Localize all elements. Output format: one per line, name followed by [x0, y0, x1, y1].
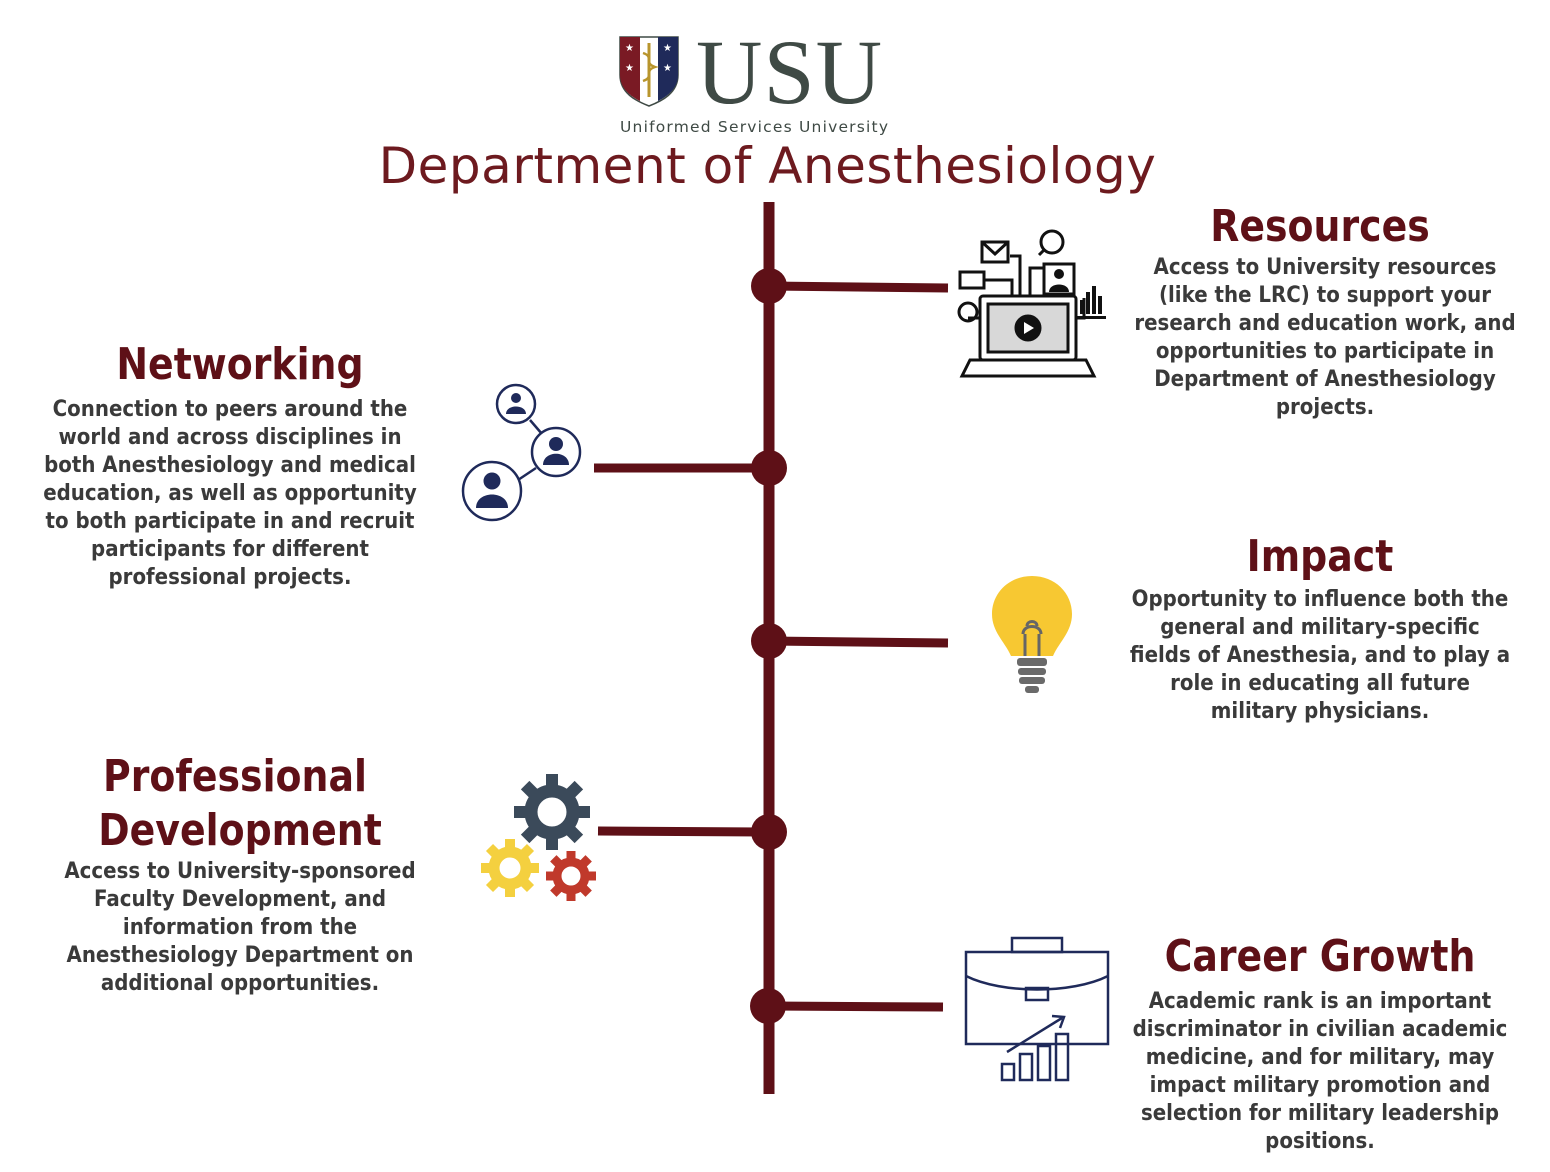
professional-development-title-line1: Professional [103, 751, 367, 802]
svg-text:★: ★ [663, 63, 672, 74]
connector-professional-development [597, 826, 770, 837]
lightbulb-icon [992, 576, 1072, 693]
networking-title: Networking [116, 339, 364, 390]
computer-network-icon [957, 229, 1106, 378]
impact-body: Opportunity to influence both the genera… [1129, 587, 1511, 724]
impact-title: Impact [1246, 531, 1394, 582]
logo-subtitle: Uniformed Services University [620, 118, 890, 136]
node-career-growth [750, 988, 786, 1024]
connector-resources [768, 281, 949, 293]
node-impact [751, 623, 787, 659]
resources-body: Access to University resources (like the… [1134, 255, 1516, 420]
networking-body: Connection to peers around the world and… [43, 397, 417, 590]
page-title: Department of Anesthesiology [378, 137, 1157, 195]
usu-logo: ★ ★ ★ ★ USU Uniformed Services Universit… [618, 26, 908, 142]
briefcase-growth-icon [964, 936, 1110, 1082]
logo-text: USU [696, 21, 884, 123]
svg-text:★: ★ [625, 63, 634, 74]
node-professional-development [751, 814, 787, 850]
career-growth-body: Academic rank is an important discrimina… [1132, 989, 1508, 1154]
node-networking [751, 450, 787, 486]
svg-text:★: ★ [625, 43, 634, 54]
connector-career-growth [768, 1001, 944, 1012]
node-resources [751, 268, 787, 304]
svg-text:★: ★ [663, 43, 672, 54]
professional-development-title-line2: Development [98, 805, 382, 856]
professional-development-body: Access to University-sponsored Faculty D… [64, 859, 416, 996]
connector-impact [768, 636, 949, 648]
shield-icon: ★ ★ ★ ★ [619, 36, 679, 107]
resources-title: Resources [1210, 201, 1430, 252]
career-growth-title: Career Growth [1164, 931, 1476, 982]
people-network-icon [461, 383, 582, 522]
gears-icon [481, 774, 596, 901]
